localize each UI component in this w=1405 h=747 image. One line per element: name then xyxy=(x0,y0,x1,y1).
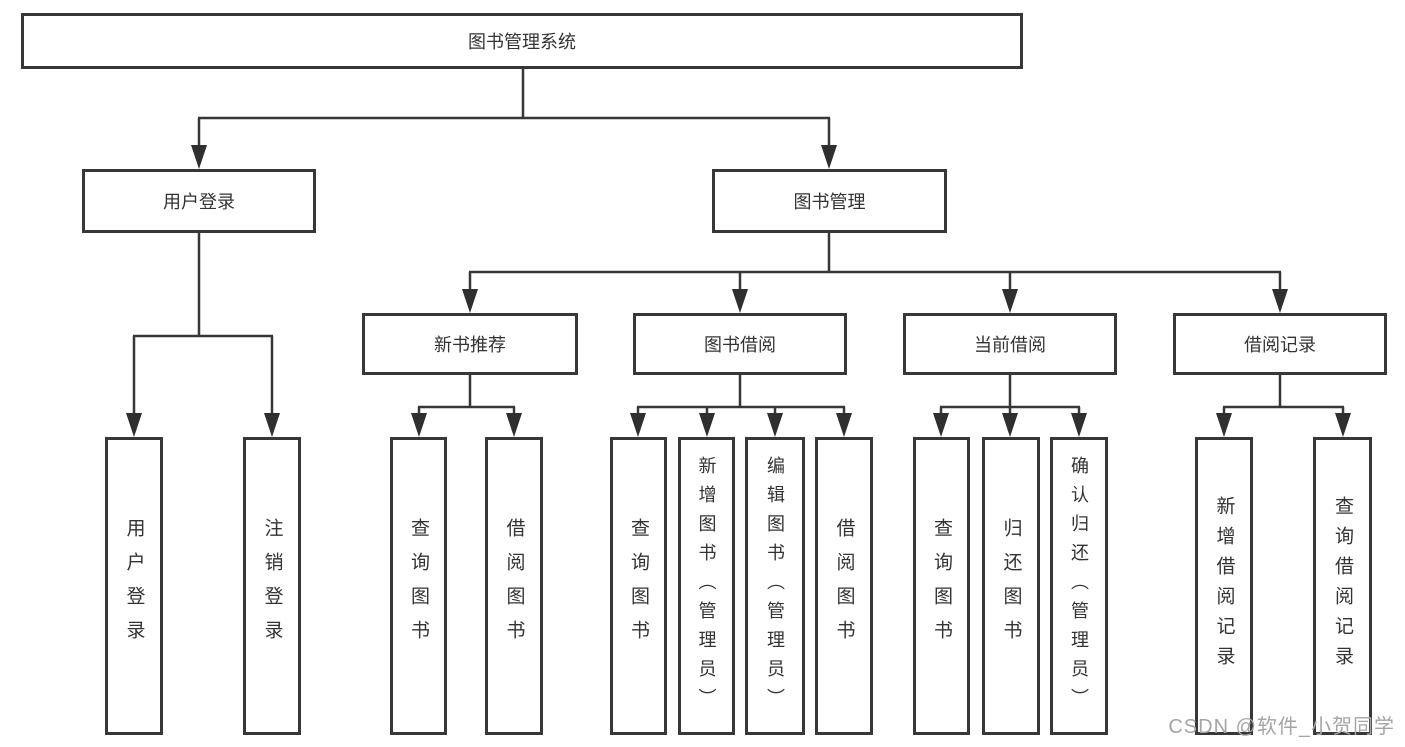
arrowhead xyxy=(630,413,646,437)
leaf-label: 查询图书 xyxy=(931,518,952,654)
leaf-edit-book-admin: 编辑图书（管理员） xyxy=(745,437,805,735)
leaf-return-book: 归还图书 xyxy=(982,437,1040,735)
arrowhead xyxy=(411,413,427,437)
node-book-borrowing: 图书借阅 xyxy=(633,313,847,375)
node-library-management-system: 图书管理系统 xyxy=(21,13,1023,69)
arrowhead xyxy=(191,145,207,169)
leaf-confirm-return-admin: 确认归还（管理员） xyxy=(1050,437,1108,735)
leaf-query-borrow-record: 查询借阅记录 xyxy=(1313,437,1372,735)
arrowhead xyxy=(1335,413,1351,437)
node-new-book-recommendation: 新书推荐 xyxy=(362,313,578,375)
arrowhead xyxy=(933,413,949,437)
arrowhead xyxy=(1216,413,1232,437)
arrowhead xyxy=(1272,289,1288,313)
arrowhead xyxy=(699,413,715,437)
arrowhead xyxy=(1002,289,1018,313)
leaf-label: 新增图书（管理员） xyxy=(696,455,717,717)
arrowhead xyxy=(732,289,748,313)
leaf-add-borrow-record: 新增借阅记录 xyxy=(1195,437,1253,735)
leaf-label: 新增借阅记录 xyxy=(1213,496,1235,676)
leaf-label: 用户登录 xyxy=(123,518,145,654)
arrowhead xyxy=(1071,413,1087,437)
leaf-label: 查询借阅记录 xyxy=(1332,496,1353,676)
arrowhead xyxy=(462,289,478,313)
leaf-query-books-recommend: 查询图书 xyxy=(390,437,447,735)
node-book-management: 图书管理 xyxy=(712,169,947,233)
leaf-label: 归还图书 xyxy=(1000,518,1022,654)
leaf-query-books-borrow: 查询图书 xyxy=(610,437,667,735)
node-current-borrowing: 当前借阅 xyxy=(903,313,1117,375)
leaf-user-login: 用户登录 xyxy=(105,437,163,735)
arrowhead xyxy=(821,145,837,169)
leaf-logout: 注销登录 xyxy=(243,437,301,735)
leaf-label: 确认归还（管理员） xyxy=(1069,455,1089,717)
leaf-label: 编辑图书（管理员） xyxy=(765,455,785,717)
watermark-text: CSDN @软件_小贺同学 xyxy=(1168,716,1395,738)
leaf-query-books-current: 查询图书 xyxy=(913,437,970,735)
arrowhead xyxy=(836,413,852,437)
leaf-add-book-admin: 新增图书（管理员） xyxy=(678,437,735,735)
arrowhead xyxy=(506,413,522,437)
leaf-label: 借阅图书 xyxy=(503,518,525,654)
leaf-borrow-books-recommend: 借阅图书 xyxy=(485,437,543,735)
tree-branch-lines xyxy=(132,69,1345,414)
arrowhead xyxy=(126,413,142,437)
leaf-label: 注销登录 xyxy=(261,518,283,654)
arrowhead xyxy=(767,413,783,437)
arrowhead xyxy=(264,413,280,437)
node-user-login: 用户登录 xyxy=(82,169,316,233)
leaf-label: 查询图书 xyxy=(628,518,649,654)
arrowhead xyxy=(1002,413,1018,437)
leaf-borrow-books: 借阅图书 xyxy=(815,437,873,735)
leaf-label: 借阅图书 xyxy=(833,518,855,654)
leaf-label: 查询图书 xyxy=(408,518,429,654)
node-borrowing-records: 借阅记录 xyxy=(1173,313,1387,375)
